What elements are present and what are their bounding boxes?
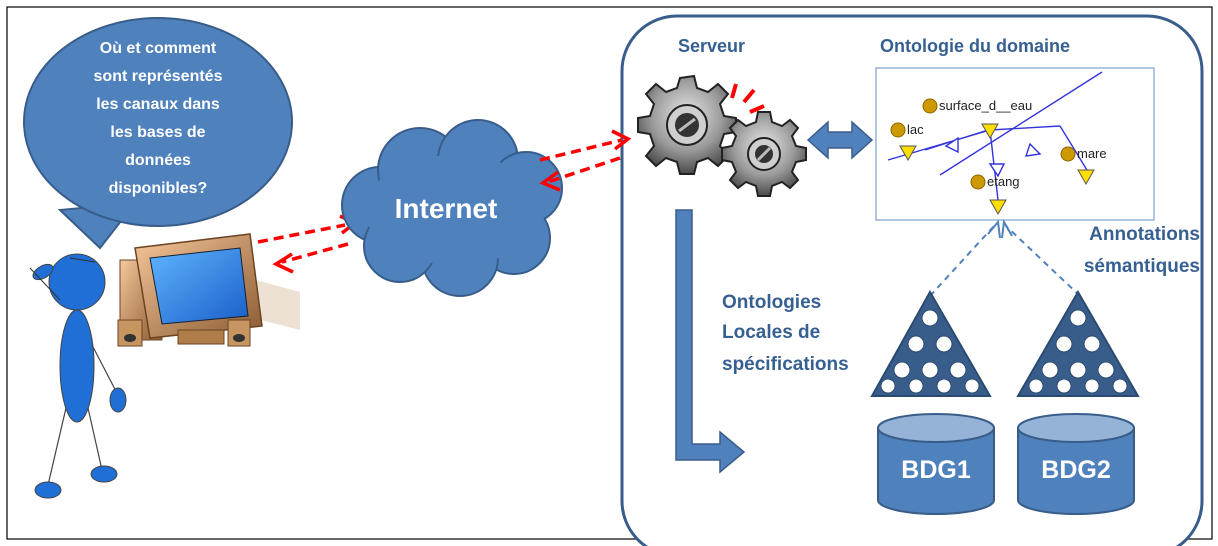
- local-ontology-line-3: spécifications: [722, 354, 849, 375]
- database-label-2: BDG2: [1041, 456, 1110, 484]
- dashed-arrows-right: [539, 138, 623, 184]
- local-ontology-arrow: [675, 209, 746, 474]
- database-bdg2: [1017, 413, 1135, 515]
- arrowhead-left-1: [272, 252, 294, 274]
- computer-icon: [117, 233, 300, 347]
- ontology-graph: [887, 71, 1103, 201]
- bubble-line-6: disponibles?: [109, 180, 208, 197]
- node-surface-label: surface_d__eau: [939, 98, 1032, 113]
- internet-cloud: [341, 119, 563, 297]
- local-ontology-line-1: Ontologies: [722, 292, 821, 313]
- bubble-line-3: les canaux dans: [96, 96, 220, 113]
- arrowhead-left-2: [539, 170, 561, 192]
- double-arrow: [806, 120, 874, 160]
- bubble-line-5: données: [125, 152, 191, 169]
- annotations-line-2: sémantiques: [1084, 256, 1200, 277]
- local-ontology-line-2: Locales de: [722, 322, 820, 343]
- node-mare-label: mare: [1077, 146, 1107, 161]
- database-bdg1: [877, 413, 995, 515]
- bubble-line-4: les bases de: [110, 124, 205, 141]
- annotation-dashed-lines: [929, 225, 1081, 297]
- server-label: Serveur: [678, 36, 745, 56]
- ontology-box: [875, 67, 1155, 221]
- internet-label: Internet: [395, 193, 498, 224]
- gear-small-icon: [721, 111, 807, 197]
- annotation-arrowhead-2: [1001, 218, 1013, 239]
- bubble-line-1: Où et comment: [100, 40, 217, 57]
- node-etang-label: etang: [987, 174, 1020, 189]
- database-label-1: BDG1: [901, 456, 971, 484]
- local-ontology-triangle-1: [870, 289, 992, 397]
- annotations-line-1: Annotations: [1089, 224, 1200, 245]
- gear-large-icon: [637, 74, 737, 175]
- outer-frame: [6, 6, 1213, 540]
- ontology-title: Ontologie du domaine: [880, 36, 1070, 56]
- spark-icon: [730, 83, 765, 114]
- node-lac-label: lac: [907, 122, 924, 137]
- annotation-arrowhead-1: [987, 219, 1001, 239]
- ontology-nodes: [890, 98, 1095, 216]
- arrowhead-right-2: [611, 129, 632, 151]
- bubble-line-2: sont représentés: [94, 68, 223, 85]
- speech-bubble: [23, 17, 293, 250]
- dashed-arrows-left: [257, 223, 349, 264]
- person-figure: [29, 253, 127, 499]
- local-ontology-triangle-2: [1016, 289, 1140, 397]
